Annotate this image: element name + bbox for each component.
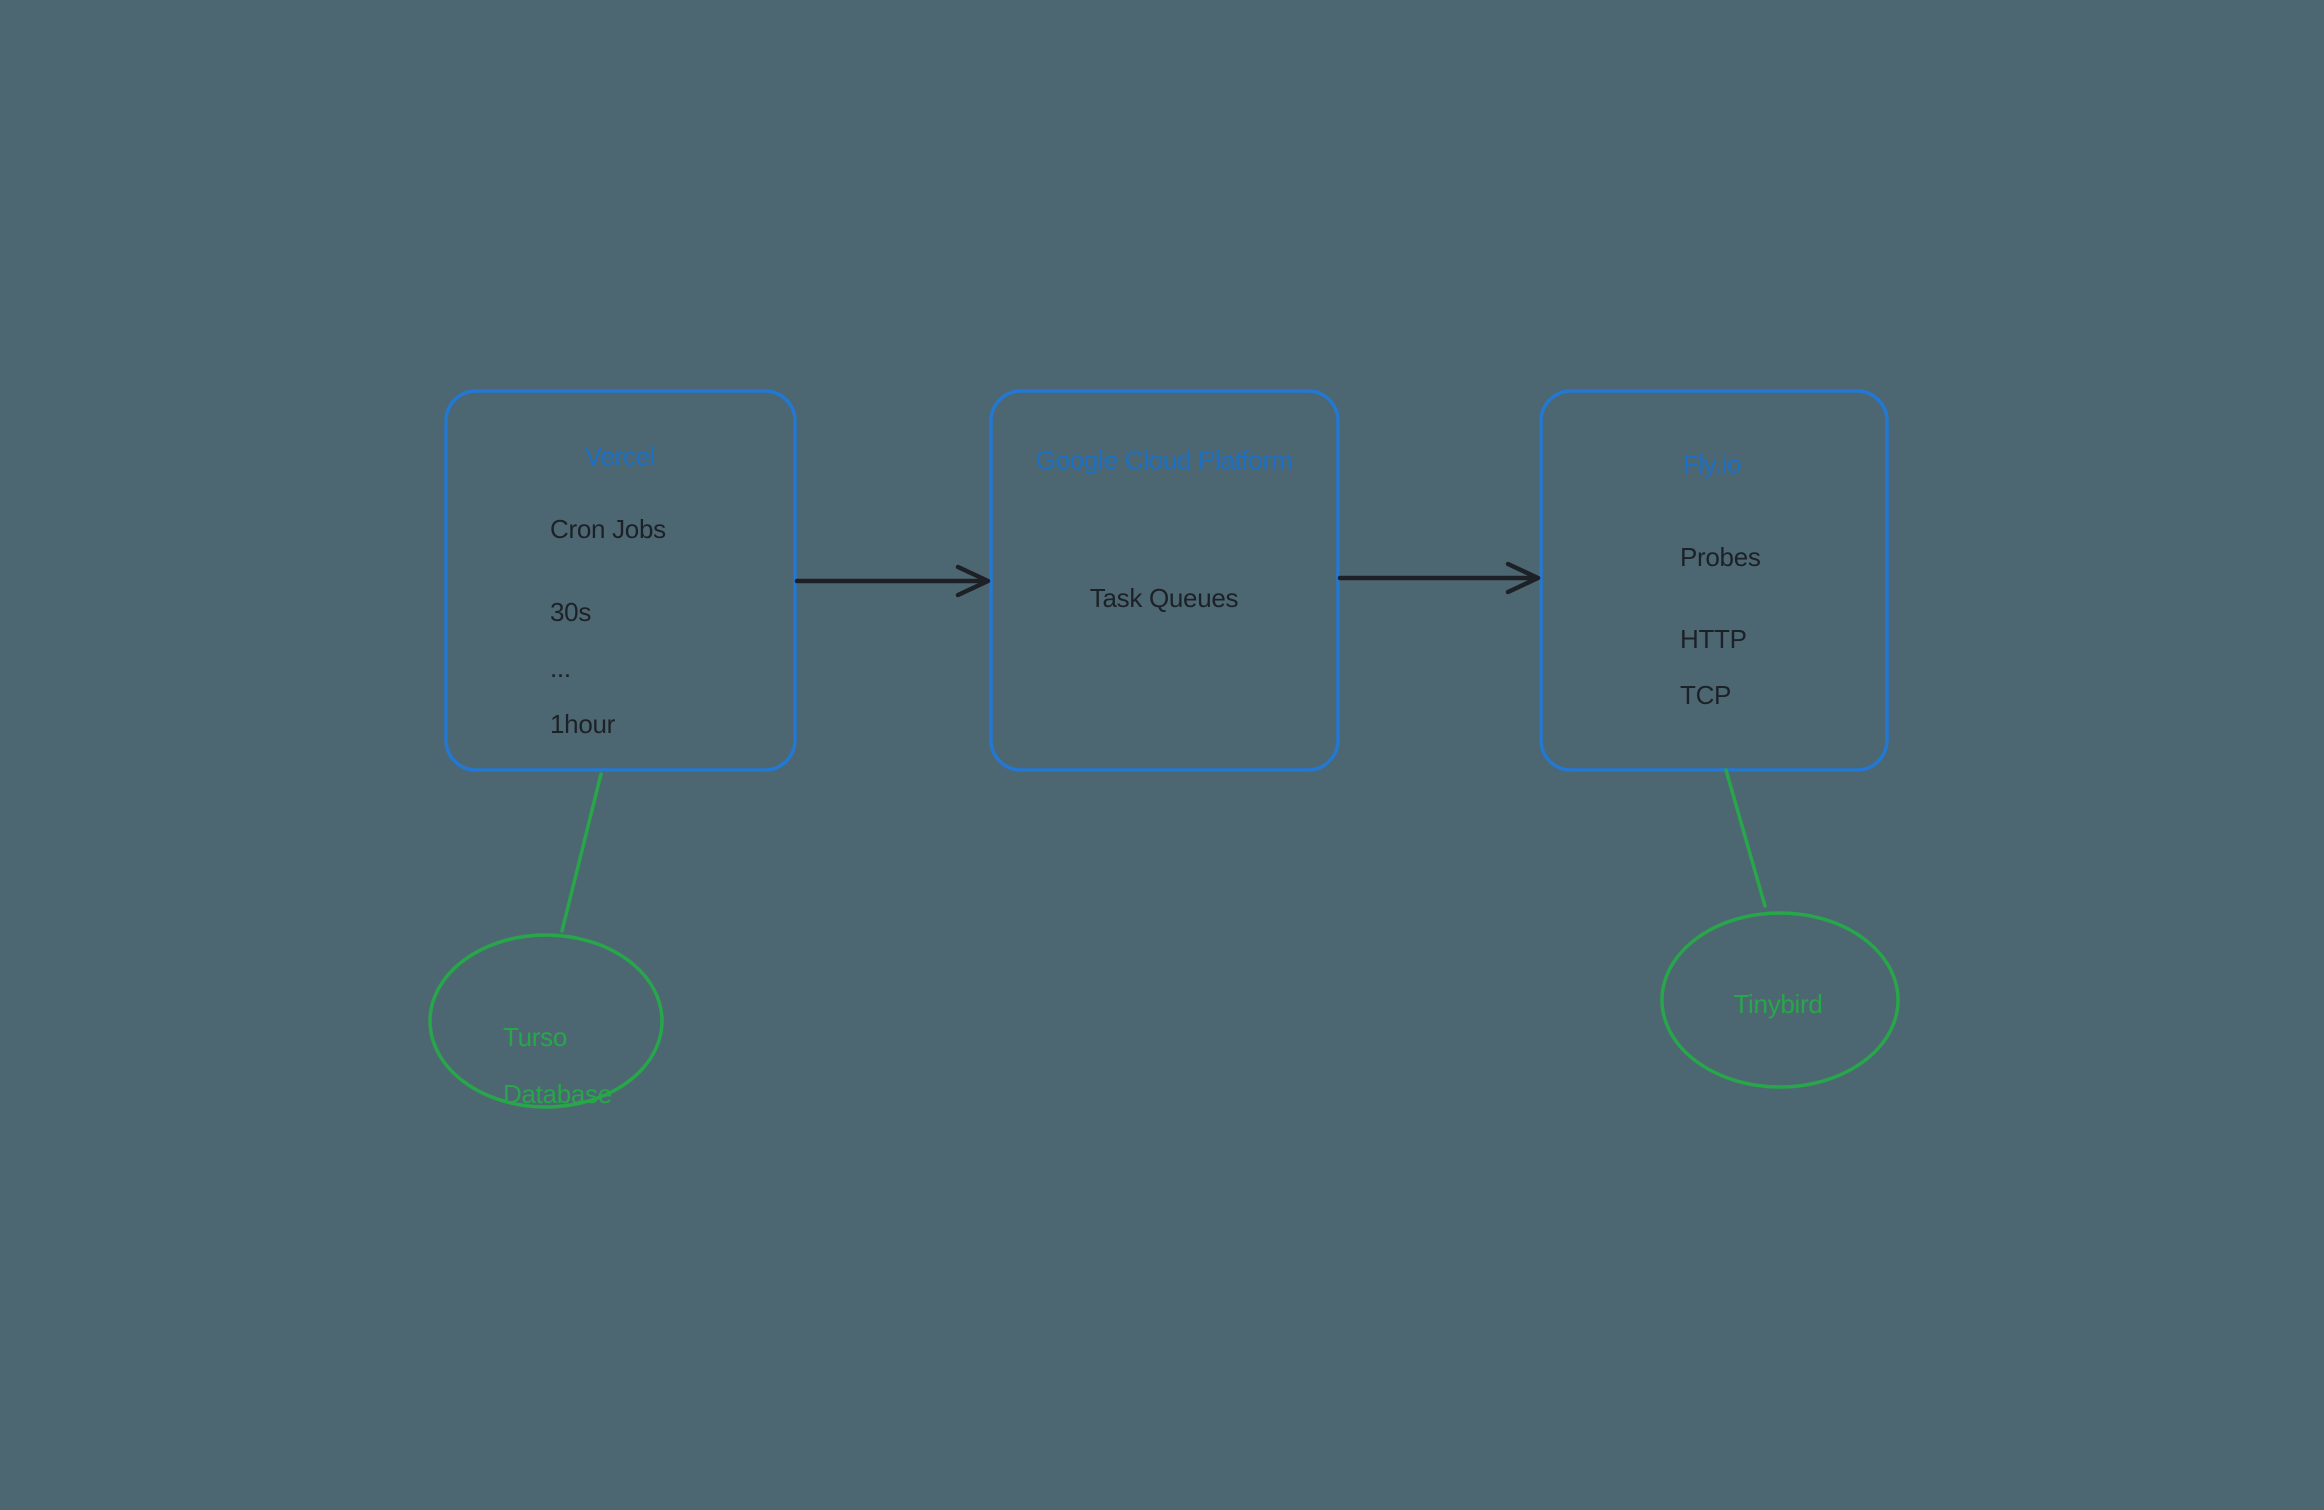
vercel-item-1hour: 1hour <box>550 709 615 739</box>
turso-label-line1: Turso <box>503 1022 567 1052</box>
flyio-title: Fly.io <box>1682 449 1742 479</box>
turso-label-line2: Database <box>503 1079 612 1109</box>
arrow-vercel-to-gcp[interactable] <box>794 564 991 598</box>
flyio-item-http: HTTP <box>1680 624 1747 654</box>
arrowhead-icon <box>955 564 991 598</box>
tinybird-ellipse[interactable] <box>1660 911 1900 1089</box>
connector-flyio-to-tinybird[interactable] <box>1724 768 1767 908</box>
vercel-subtitle: Cron Jobs <box>550 514 666 544</box>
arrow-gcp-to-flyio[interactable] <box>1337 561 1541 595</box>
vercel-item-ellipsis: ... <box>550 653 571 683</box>
turso-ellipse[interactable] <box>428 933 664 1109</box>
vercel-item-30s: 30s <box>550 597 592 627</box>
flyio-items: HTTP TCP <box>1680 597 1747 737</box>
tinybird-label: Tinybird <box>1733 989 1823 1019</box>
vercel-items: 30s ... 1hour <box>550 570 615 766</box>
vercel-title: Vercel <box>584 441 656 471</box>
gcp-title: Google Cloud Platform <box>1035 445 1293 475</box>
gcp-box[interactable] <box>989 389 1340 772</box>
flyio-box[interactable] <box>1539 389 1889 772</box>
gcp-label: Task Queues <box>1089 583 1239 613</box>
flyio-subtitle: Probes <box>1680 542 1761 572</box>
turso-label: Turso Database <box>503 995 612 1137</box>
flyio-item-tcp: TCP <box>1680 680 1732 710</box>
connector-vercel-to-turso[interactable] <box>560 772 603 933</box>
arrowhead-icon <box>1505 561 1541 595</box>
